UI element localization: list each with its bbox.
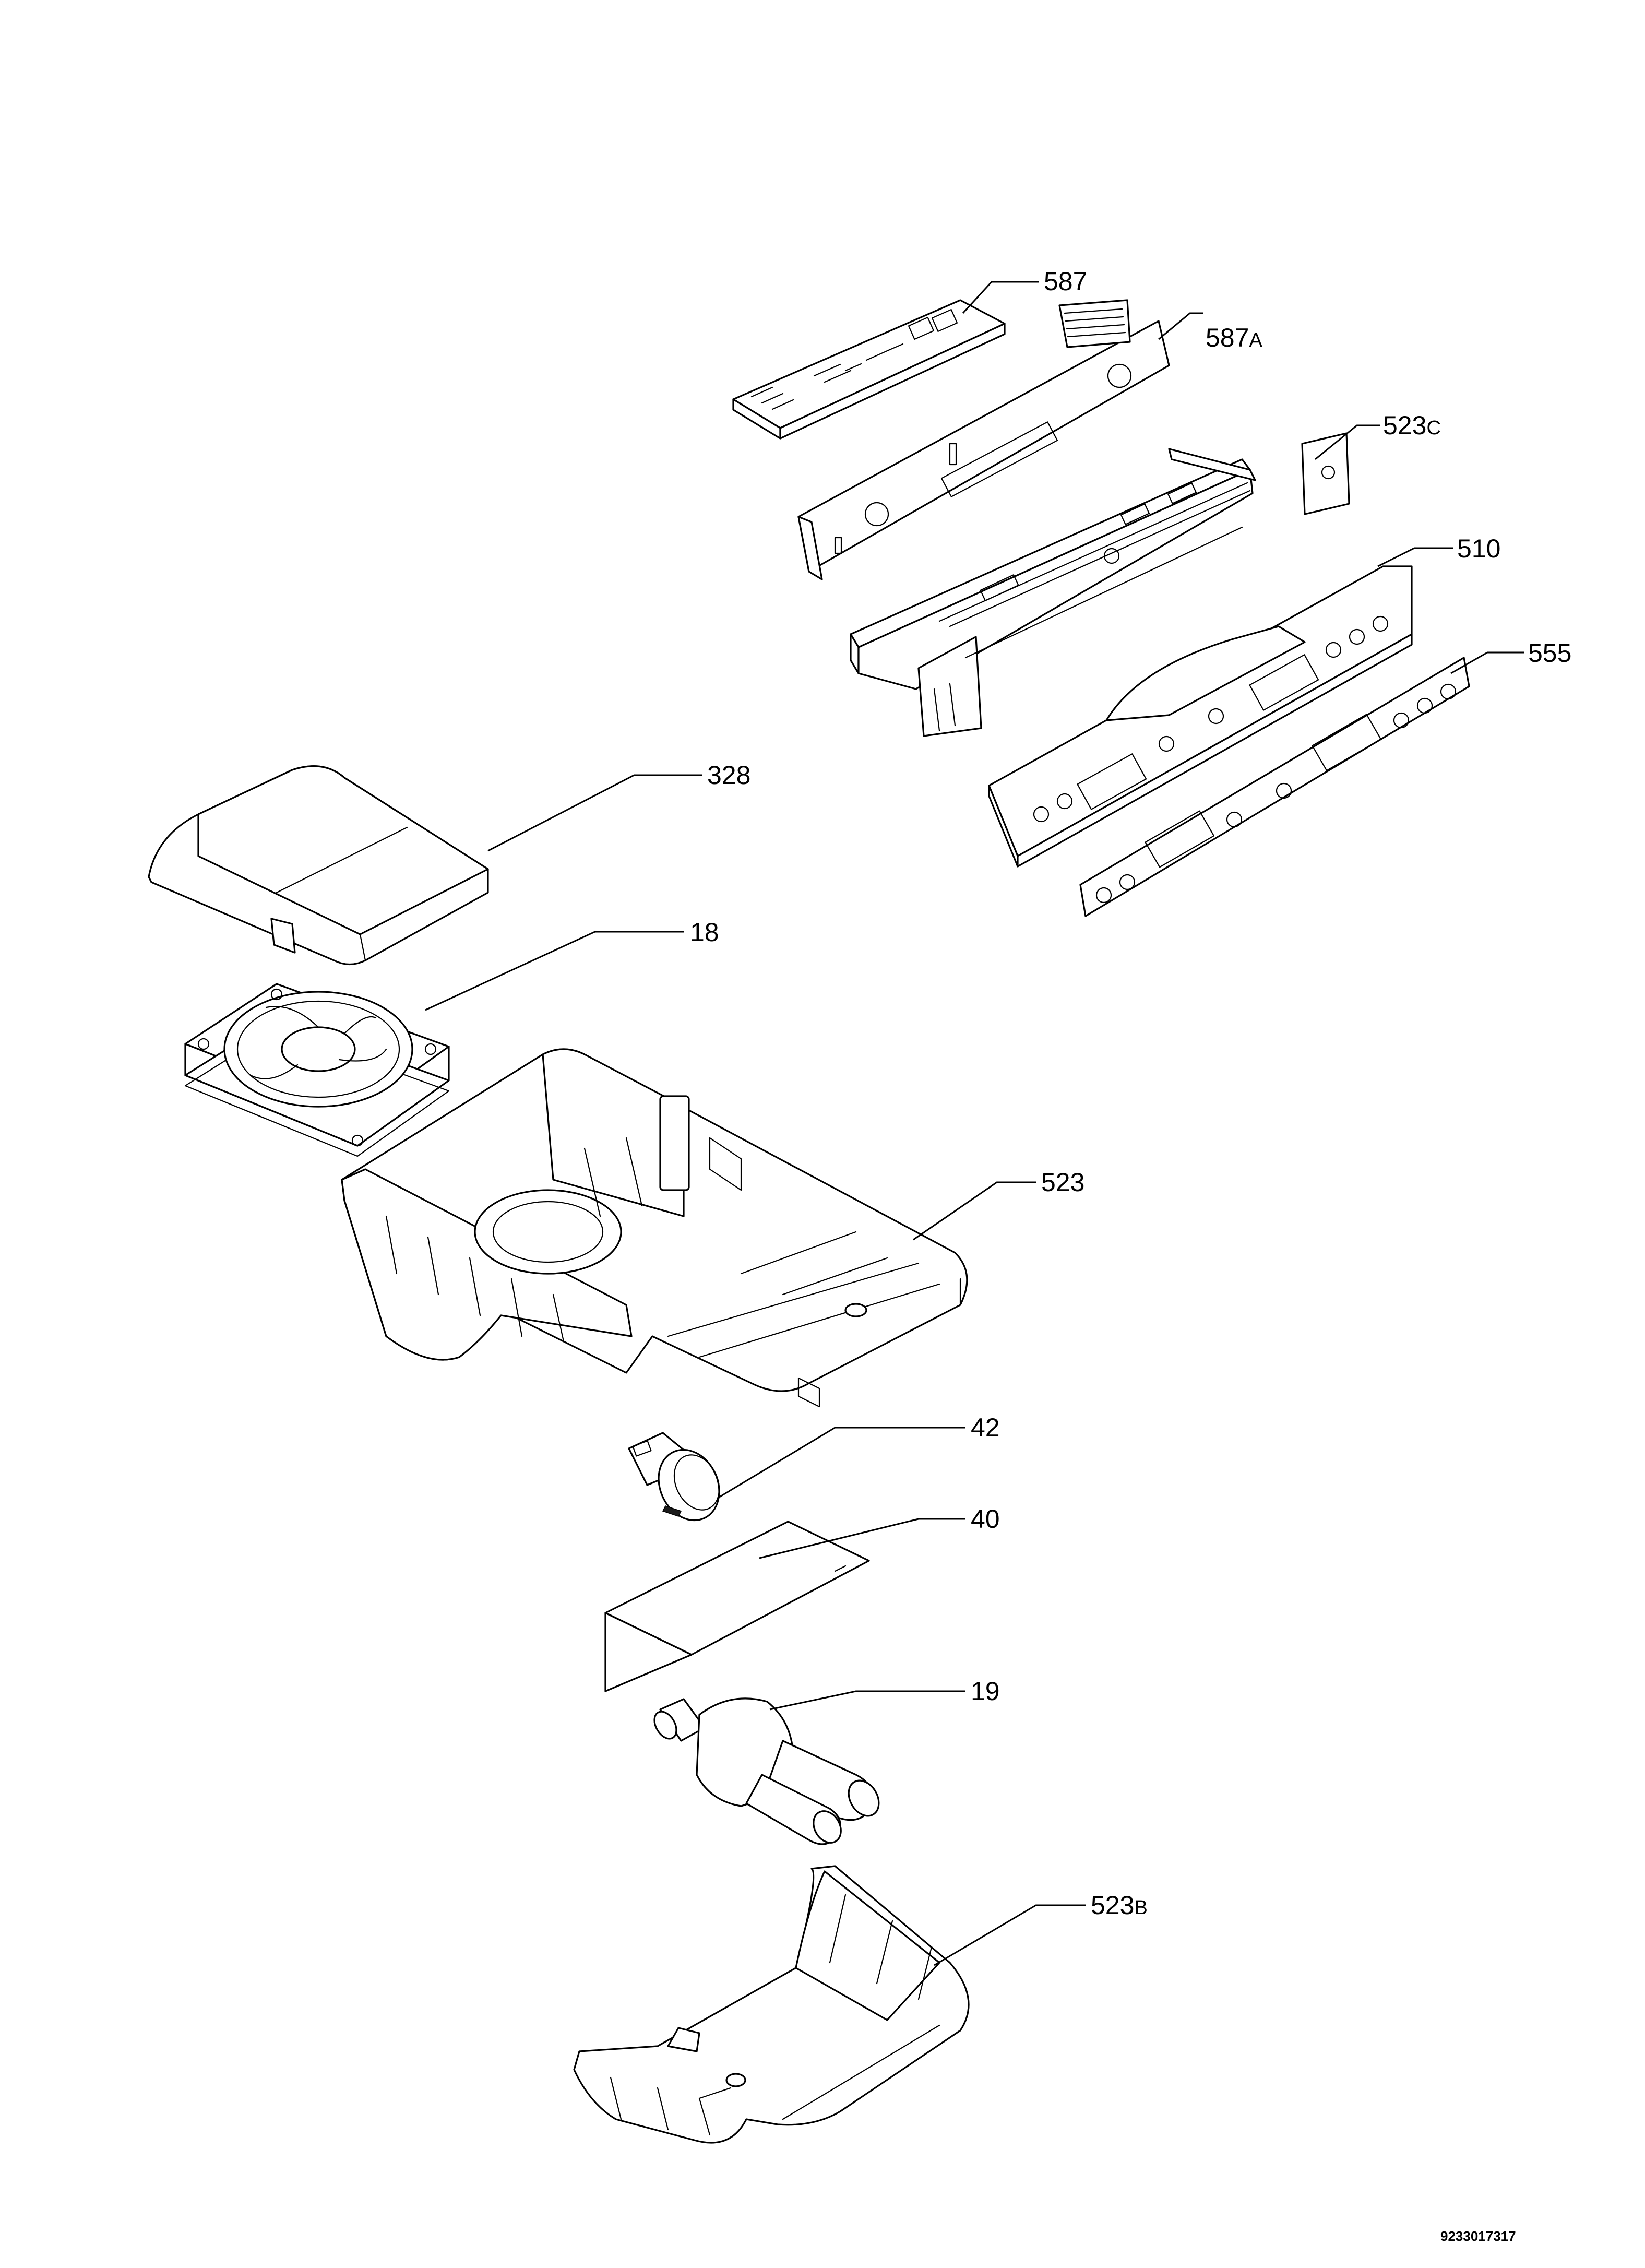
leader-42	[717, 1427, 965, 1499]
leader-510	[1377, 547, 1453, 567]
part-587a-display-board	[797, 299, 1170, 580]
callout-328: 328	[707, 761, 750, 790]
callout-587a: 587A	[1206, 323, 1262, 352]
leader-523b	[934, 1904, 1086, 1966]
part-555-decor-foil	[1079, 657, 1470, 917]
callout-587: 587	[1044, 267, 1087, 296]
leader-40	[759, 1518, 965, 1559]
leader-587a	[1158, 312, 1203, 340]
callout-18: 18	[690, 918, 719, 947]
part-18-fan	[184, 983, 450, 1157]
callout-510: 510	[1457, 534, 1500, 563]
callout-42: 42	[971, 1413, 1000, 1442]
leader-587	[962, 281, 1039, 314]
part-42-lamp-socket	[628, 1432, 720, 1522]
part-523c-control-frame	[850, 432, 1350, 737]
callout-19: 19	[971, 1677, 1000, 1706]
leader-523c	[1315, 424, 1380, 460]
part-40-reflector	[604, 1521, 870, 1692]
leader-555	[1450, 651, 1524, 674]
part-510-control-panel	[988, 565, 1413, 868]
leader-523	[913, 1181, 1036, 1241]
callout-labels: 587 587A 523C 510 555 328 18 523 42 40 1…	[690, 267, 1571, 1920]
part-19-lamp	[653, 1697, 880, 1845]
part-523-housing	[341, 1048, 968, 1408]
part-328-cover	[148, 765, 489, 966]
part-587-control-board	[732, 299, 1006, 440]
callout-523c: 523C	[1383, 411, 1441, 440]
leader-328	[487, 774, 702, 852]
callout-523b: 523B	[1091, 1891, 1148, 1920]
leader-lines	[425, 281, 1524, 1966]
leader-19	[769, 1690, 965, 1711]
leader-18	[425, 931, 684, 1011]
part-523b-lamp-cover	[573, 1865, 970, 2144]
document-number: 9233017317	[1440, 2228, 1516, 2244]
callout-523: 523	[1041, 1168, 1084, 1197]
callout-555: 555	[1528, 638, 1571, 668]
callout-40: 40	[971, 1504, 1000, 1534]
